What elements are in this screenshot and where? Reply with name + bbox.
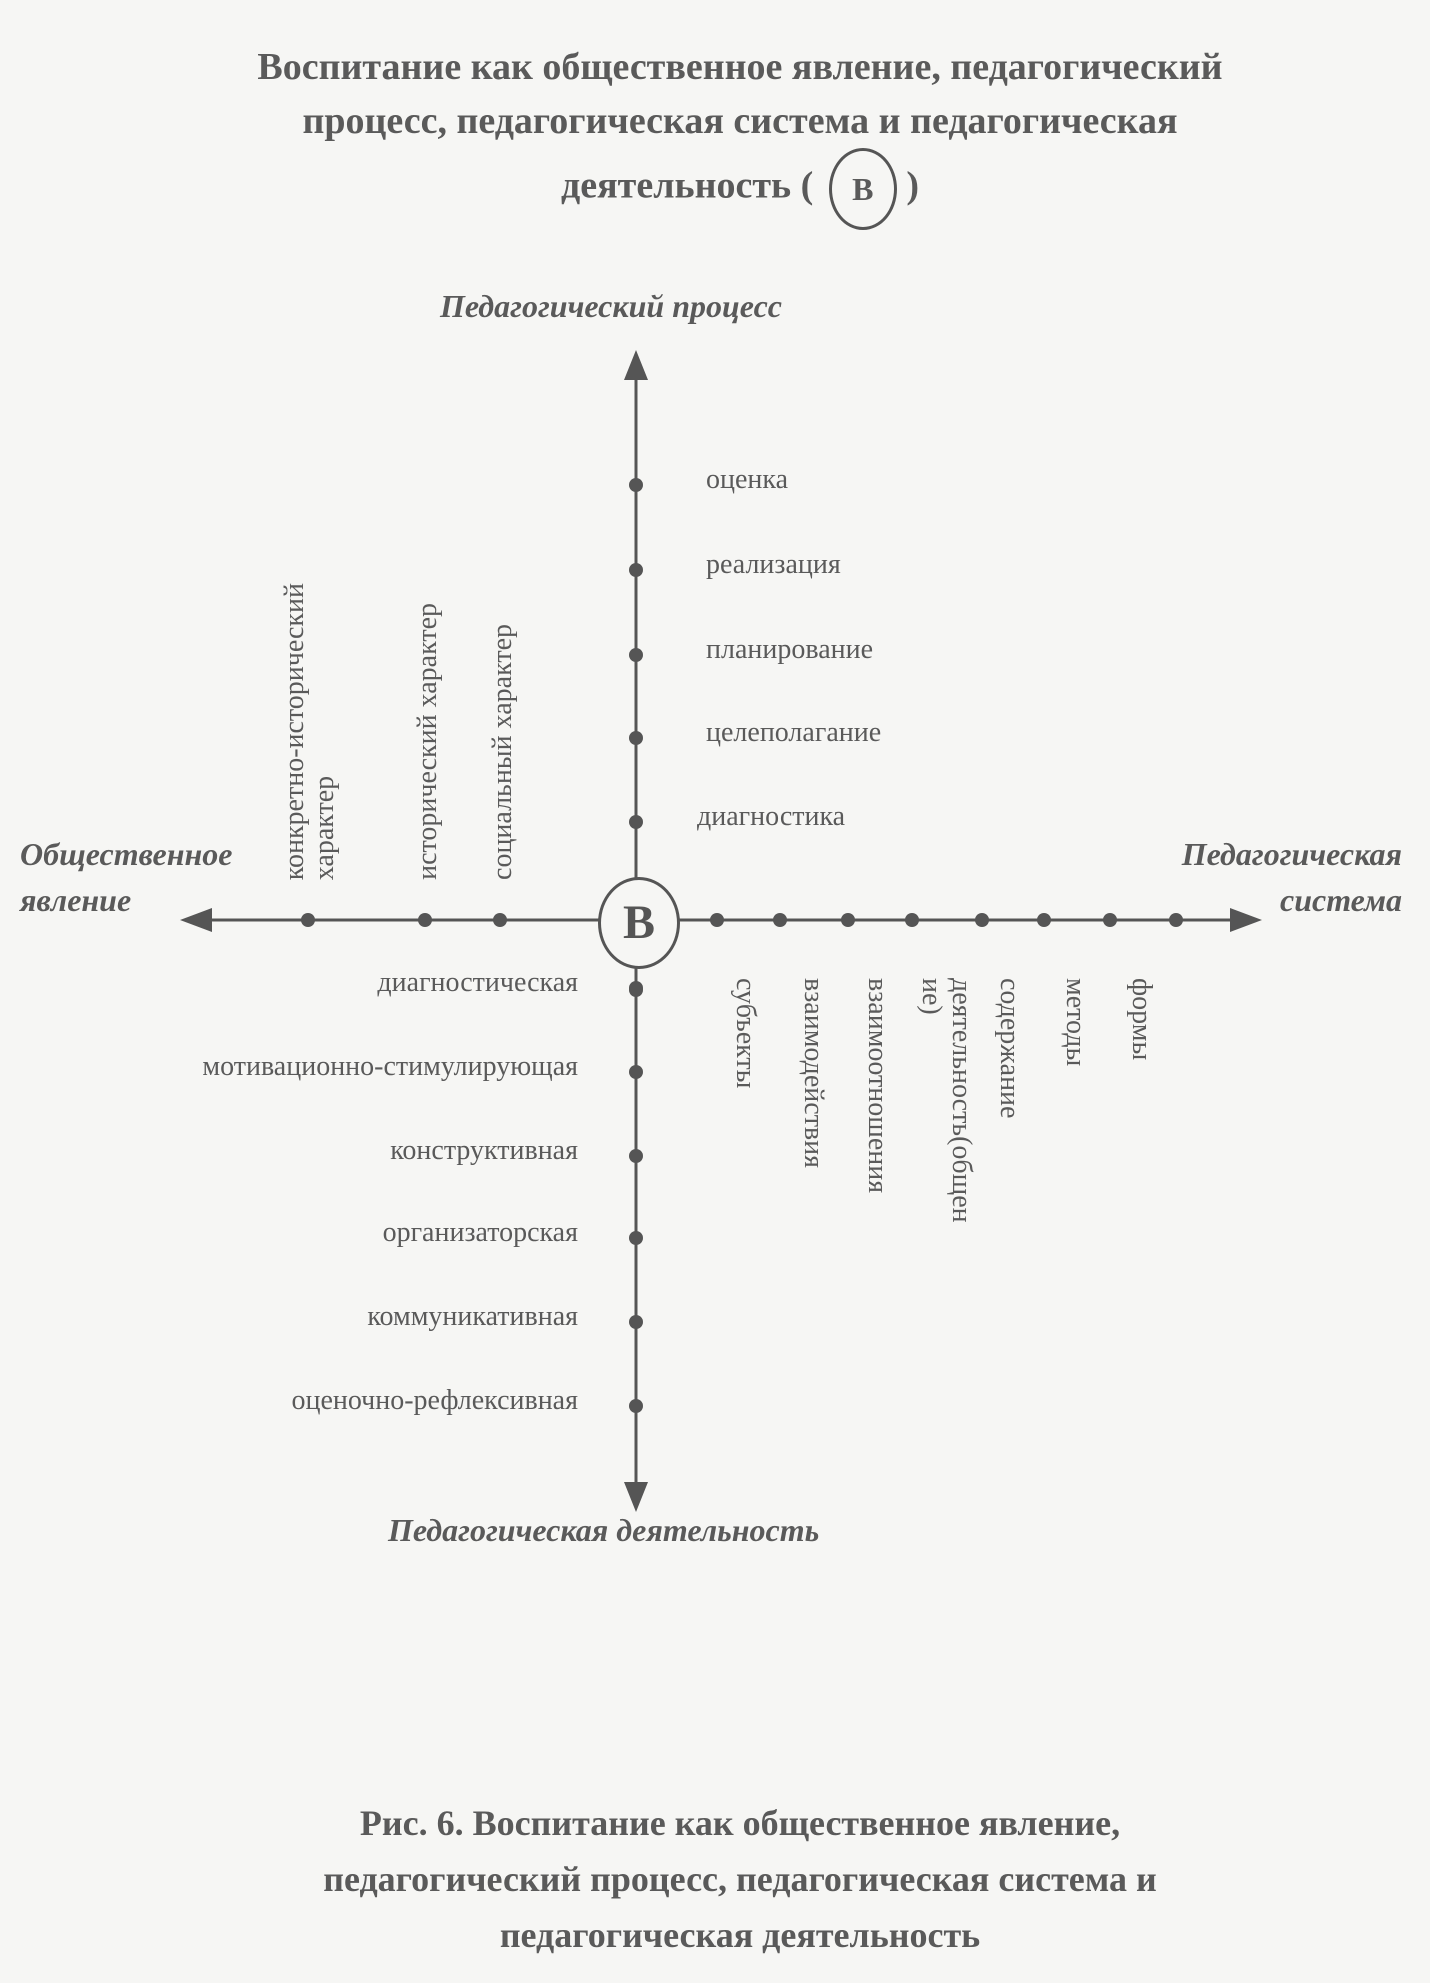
- process-step-dot: [629, 563, 643, 577]
- system-component-dot: [710, 913, 724, 927]
- axis-label-left-line-1: Общественное: [20, 836, 233, 872]
- arrow-right: [1230, 908, 1262, 932]
- activity-function-label: конструктивная: [390, 1135, 578, 1166]
- process-step-label: оценка: [706, 464, 789, 495]
- arrow-down: [624, 1482, 648, 1512]
- system-component-line: методы: [1060, 978, 1091, 1067]
- system-component-dot: [841, 913, 855, 927]
- process-step-label: диагностика: [697, 801, 846, 832]
- title-line-1: Воспитание как общественное явление, пед…: [257, 46, 1223, 88]
- phenomenon-trait-line: конкретно-исторический: [279, 582, 310, 880]
- system-component-label: взаимодействия: [798, 978, 829, 1169]
- axis-label-top: Педагогический процесс: [440, 288, 782, 324]
- caption-line-2: педагогический процесс, педагогическая с…: [323, 1859, 1157, 1899]
- system-component-label: методы: [1060, 978, 1091, 1067]
- system-component-line: взаимодействия: [798, 978, 829, 1169]
- activity-function-label: организаторская: [382, 1217, 578, 1248]
- title-closing: ): [906, 164, 919, 207]
- phenomenon-trait-dot: [418, 913, 432, 927]
- center-node: В: [598, 877, 680, 969]
- activity-function-dot: [629, 1149, 643, 1163]
- arrow-up: [624, 350, 648, 380]
- activity-function-dot: [629, 1231, 643, 1245]
- activity-function-label: диагностическая: [377, 967, 578, 998]
- axis-extra-dot: [629, 983, 643, 997]
- caption-line-3: педагогическая деятельность: [499, 1915, 981, 1955]
- phenomenon-trait-dot: [301, 913, 315, 927]
- system-component-line: формы: [1126, 978, 1157, 1061]
- system-component-line: ие): [916, 978, 947, 1015]
- activity-function-dot: [629, 1399, 643, 1413]
- process-step-dot: [629, 731, 643, 745]
- system-component-dot: [1103, 913, 1117, 927]
- system-component-dot: [773, 913, 787, 927]
- system-component-dot: [1169, 913, 1183, 927]
- phenomenon-trait-line: социальный характер: [487, 624, 518, 880]
- phenomenon-trait-line: характер: [309, 775, 340, 880]
- system-component-line: деятельность(общен: [946, 978, 977, 1223]
- figure-caption: Рис. 6. Воспитание как общественное явле…: [120, 1795, 1360, 1963]
- title-circled-letter: В: [828, 148, 897, 230]
- process-step-label: планирование: [706, 634, 874, 665]
- title-line-3: деятельность ( В ): [120, 148, 1360, 230]
- process-step-dot: [629, 815, 643, 829]
- system-component-label: взаимоотношения: [862, 978, 893, 1194]
- process-step-label: реализация: [706, 549, 841, 580]
- page-title: Воспитание как общественное явление, пед…: [120, 40, 1360, 230]
- phenomenon-trait-dot: [493, 913, 507, 927]
- system-component-label: субъекты: [730, 978, 761, 1089]
- activity-function-dot: [629, 1065, 643, 1079]
- caption-line-1: Рис. 6. Воспитание как общественное явле…: [359, 1803, 1121, 1843]
- activity-function-label: мотивационно-стимулирующая: [202, 1051, 578, 1082]
- system-component-dot: [1037, 913, 1051, 927]
- title-line-3-text: деятельность (: [561, 164, 814, 207]
- process-step-dot: [629, 648, 643, 662]
- axis-label-bottom: Педагогическая деятельность: [388, 1512, 820, 1548]
- system-component-dot: [975, 913, 989, 927]
- arrow-left: [180, 908, 212, 932]
- activity-function-label: оценочно-рефлексивная: [291, 1385, 578, 1416]
- phenomenon-trait-label: социальный характер: [487, 624, 518, 880]
- process-step-dot: [629, 478, 643, 492]
- phenomenon-trait-label: исторический характер: [412, 603, 443, 880]
- system-component-line: взаимоотношения: [862, 978, 893, 1194]
- axis-label-right-line-1: Педагогическая: [1181, 836, 1402, 872]
- activity-function-dot: [629, 1315, 643, 1329]
- activity-function-label: коммуникативная: [367, 1301, 578, 1332]
- axis-label-left-line-2: явление: [20, 882, 132, 918]
- system-component-line: содержание: [994, 978, 1025, 1119]
- system-component-dot: [905, 913, 919, 927]
- system-component-label: формы: [1126, 978, 1157, 1061]
- system-component-label: содержание: [994, 978, 1025, 1119]
- title-line-2: процесс, педагогическая система и педаго…: [302, 100, 1178, 142]
- system-component-line: субъекты: [730, 978, 761, 1089]
- axis-label-right-line-2: система: [1280, 882, 1402, 918]
- phenomenon-trait-line: исторический характер: [412, 603, 443, 880]
- process-step-label: целеполагание: [706, 717, 882, 748]
